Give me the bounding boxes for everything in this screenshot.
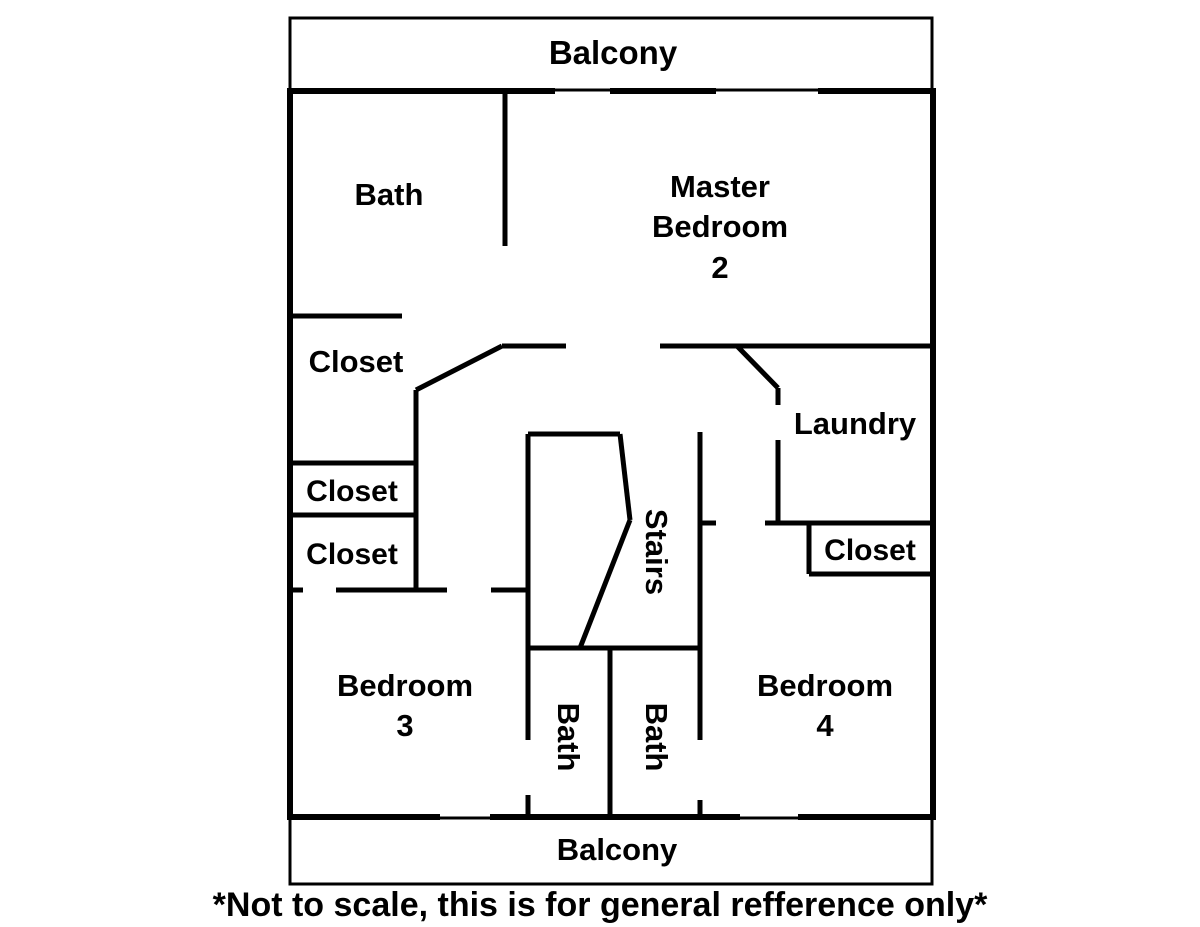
- closet-right-label: Closet: [824, 534, 916, 567]
- master-bedroom-label-line1: Master: [670, 169, 770, 204]
- stairs-label: Stairs: [639, 509, 674, 595]
- bath-left-label: Bath: [551, 703, 586, 772]
- balcony-bottom-label: Balcony: [557, 832, 678, 867]
- closet-mid-label: Closet: [306, 475, 398, 508]
- bedroom-3-label-line1: Bedroom: [337, 668, 473, 703]
- laundry-label: Laundry: [794, 406, 917, 441]
- interior-walls: [290, 91, 933, 817]
- outer-walls: [287, 88, 936, 820]
- bath-top-label: Bath: [355, 177, 424, 212]
- bedroom-3-label-line2: 3: [396, 708, 413, 743]
- closet-upper-label: Closet: [309, 344, 404, 379]
- balcony-top-label: Balcony: [549, 34, 678, 71]
- bedroom-4-label-line1: Bedroom: [757, 668, 893, 703]
- scale-disclaimer-note: *Not to scale, this is for general reffe…: [213, 886, 988, 924]
- bath-right-label: Bath: [639, 703, 674, 772]
- bedroom-4-label-line2: 4: [816, 708, 834, 743]
- closet-low-label: Closet: [306, 538, 398, 571]
- master-bedroom-label-line2: Bedroom: [652, 209, 788, 244]
- master-bedroom-label-line3: 2: [711, 250, 728, 285]
